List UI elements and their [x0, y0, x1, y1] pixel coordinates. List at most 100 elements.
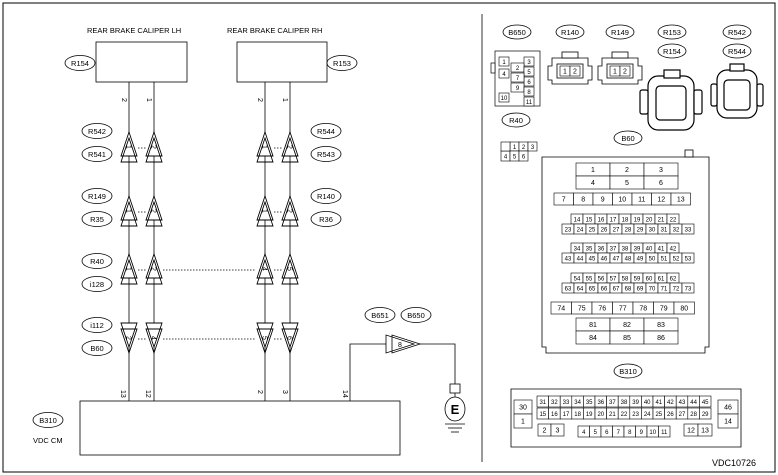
b310-pin-1-label: 1 [521, 418, 525, 425]
b60-pin-85: 85 [609, 330, 645, 345]
b60-pin-2: 2 [609, 162, 645, 177]
b310-pin-12-label: 12 [687, 427, 695, 434]
b310-pin-12: 12 [683, 423, 699, 437]
r40-pin-4-label: 4 [504, 154, 508, 160]
b310-pin-16: 16 [548, 407, 561, 420]
b650-pin-5: 5 [523, 66, 535, 77]
b310-pin-3-label: 3 [556, 427, 560, 434]
b60-pin-34-label: 34 [574, 246, 581, 252]
tag-r35: R35 [90, 215, 104, 224]
tag-r140: R140 [317, 192, 335, 201]
b60-pin-45-label: 45 [589, 256, 596, 262]
b60-pin-15-label: 15 [586, 217, 593, 223]
b60-pin-43-label: 43 [565, 256, 572, 262]
b60-pin-81-label: 81 [589, 322, 597, 329]
b650-pin-1-label: 1 [502, 60, 506, 66]
inline-pin-label: 2 [150, 267, 157, 271]
r40-pin-2: 2 [518, 141, 529, 152]
tag-ovals [32, 55, 432, 428]
b310-pin-45-label: 45 [702, 400, 709, 406]
b60-pin-62-label: 62 [670, 276, 677, 282]
inline-pin-label: 1 [261, 145, 268, 149]
b310-pin-26: 26 [664, 407, 677, 420]
b60-pin-7: 7 [553, 192, 574, 206]
ctag-b60: B60 [621, 134, 634, 143]
b60-pin-50-label: 50 [649, 256, 656, 262]
b650-pin-5-label: 5 [527, 70, 531, 76]
b60-pin-30: 30 [645, 223, 659, 235]
b310-pin-19: 19 [583, 407, 596, 420]
b60-pin-20-label: 20 [646, 217, 653, 223]
b310-pin-38: 38 [617, 395, 631, 408]
caliper-rh-box [236, 41, 328, 83]
b60-pin-61-label: 61 [658, 276, 665, 282]
b60-pin-66-label: 66 [601, 286, 608, 292]
b310-pin-46: 46 [717, 399, 739, 415]
b60-pin-67: 67 [609, 282, 623, 294]
b60-pin-63-label: 63 [565, 286, 572, 292]
b60-pin-13: 13 [670, 192, 691, 206]
b650-pin-7: 7 [510, 72, 525, 83]
b60-pin-43: 43 [561, 252, 575, 264]
b310-pin-41-label: 41 [655, 400, 662, 406]
b60-pin-12: 12 [651, 192, 672, 206]
b310-pin-20-label: 20 [597, 412, 604, 418]
b650-pin-8-label: 8 [527, 90, 531, 96]
ctag-r149: R149 [611, 28, 629, 37]
b310-pin-16-label: 16 [551, 412, 558, 418]
b60-pin-65: 65 [585, 282, 599, 294]
b310-pin-21: 21 [606, 407, 619, 420]
b60-pin-54-label: 54 [574, 276, 581, 282]
b60-pin-9: 9 [592, 192, 613, 206]
b60-pin-32-label: 32 [673, 227, 680, 233]
b60-pin-67-label: 67 [613, 286, 620, 292]
b60-pin-53: 53 [681, 252, 695, 264]
tag-b310: B310 [39, 416, 57, 425]
b310-pin-25-label: 25 [655, 412, 662, 418]
wire-pin-labels: 2 1 2 1 13 12 2 3 14 [119, 98, 348, 398]
b60-pin-2-label: 2 [625, 167, 629, 174]
b310-pin-17: 17 [559, 407, 573, 420]
inline-connector-1-0: 1 [120, 194, 138, 227]
b60-pin-31: 31 [657, 223, 671, 235]
b60-pin-78: 78 [632, 301, 654, 315]
b650-pin-9-label: 9 [516, 86, 520, 92]
b60-pin-7-label: 7 [562, 196, 566, 203]
b60-pin-60: 60 [642, 272, 656, 284]
b310-pin-30-label: 30 [519, 404, 527, 411]
tag-r544: R544 [317, 127, 335, 136]
inline-connector-1-3: 2 [281, 194, 299, 227]
b650-pin-10: 10 [498, 92, 510, 103]
b60-pin-51: 51 [657, 252, 671, 264]
b60-pin-40-label: 40 [646, 246, 653, 252]
b310-pin-43: 43 [675, 395, 689, 408]
b60-pin-4: 4 [575, 175, 611, 190]
caliper-lh-header: REAR BRAKE CALIPER LH [87, 26, 181, 35]
b60-pin-77-label: 77 [619, 305, 627, 312]
r40-pin-3-label: 3 [531, 145, 535, 151]
inline-connector-2-0: 1 [120, 252, 138, 285]
b310-pin-22: 22 [617, 407, 631, 420]
lh-pin-2: 2 [120, 98, 127, 102]
b651-pin: 8 [398, 342, 402, 349]
b60-pin-14-label: 14 [574, 217, 581, 223]
b310-pin-27-label: 27 [679, 412, 686, 418]
b60-pin-77: 77 [612, 301, 634, 315]
b310-pin-34-label: 34 [574, 400, 581, 406]
b60-pin-83-label: 83 [657, 322, 665, 329]
b310-pin-37: 37 [606, 395, 619, 408]
ecu-pin-12: 12 [144, 390, 151, 398]
b60-pin-49: 49 [633, 252, 647, 264]
b60-pin-41-label: 41 [658, 246, 665, 252]
b60-pin-76-label: 76 [598, 305, 606, 312]
b60-pin-72: 72 [669, 282, 683, 294]
b310-pin-9: 9 [635, 425, 648, 438]
b310-pin-6-label: 6 [605, 430, 609, 436]
r40-pin-6: 6 [518, 150, 529, 162]
ctag-r40: R40 [509, 116, 523, 125]
